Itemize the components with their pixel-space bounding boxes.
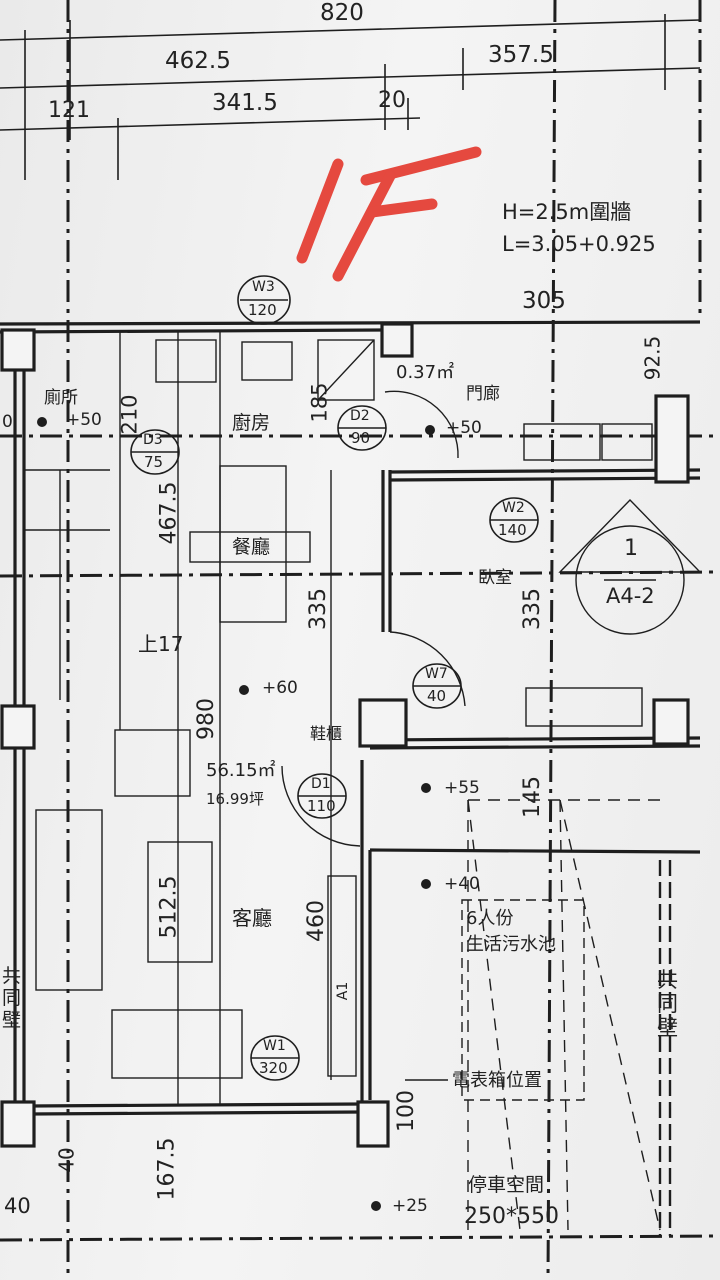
room-toilet: 廁所	[44, 388, 78, 408]
dim-40-vertical: 40	[54, 1147, 79, 1173]
level-porch: +50	[446, 418, 482, 438]
room-bedroom: 臥室	[478, 568, 512, 588]
dim-right: 357.5	[488, 42, 554, 68]
shoe-cabinet: 鞋櫃	[310, 724, 343, 743]
dim-980: 980	[194, 698, 219, 740]
tag-w1: W1	[263, 1038, 286, 1054]
top-dimension-lines	[0, 14, 701, 180]
dim-145: 145	[520, 776, 545, 818]
dim-305: 305	[522, 288, 566, 314]
dim-512-5: 512.5	[156, 875, 182, 939]
tag-d3-width: 75	[144, 453, 164, 471]
section-sheet: A4-2	[606, 584, 655, 608]
tag-d1-width: 110	[307, 797, 336, 815]
dim-20: 20	[378, 88, 406, 113]
room-dining: 餐廳	[232, 536, 271, 558]
opening-tags	[130, 275, 656, 1081]
tag-w7: W7	[425, 666, 448, 682]
dim-210: 210	[117, 394, 142, 435]
dim-460: 460	[304, 900, 329, 942]
room-living: 客廳	[232, 906, 272, 930]
level-dining: +60	[262, 678, 298, 698]
columns	[0, 322, 690, 1148]
tag-d2-width: 90	[351, 429, 371, 447]
porch-area: 0.37㎡	[396, 362, 455, 383]
dim-335-left: 335	[306, 588, 331, 630]
shared-wall-right: 共同壁	[657, 968, 678, 1041]
interior-lines	[25, 330, 702, 1236]
dim-100: 100	[394, 1090, 419, 1132]
dim-185: 185	[307, 382, 332, 423]
meter-box: 電表箱位置	[452, 1070, 542, 1091]
dim-341-5: 341.5	[212, 90, 278, 116]
tag-d2: D2	[350, 408, 370, 424]
step-up: 上17	[138, 632, 184, 656]
level-side: +40	[444, 874, 480, 894]
tag-d1: D1	[311, 776, 331, 792]
tag-w3-width: 120	[248, 301, 277, 319]
main-area-ping: 16.99坪	[206, 790, 264, 808]
main-area: 56.15㎡	[206, 760, 276, 781]
parking-size: 250*550	[464, 1204, 559, 1229]
level-markers	[37, 417, 435, 1211]
floor-annotation	[296, 146, 482, 282]
label-zero: 0	[2, 412, 13, 432]
level-entry: +55	[444, 778, 480, 798]
tag-w3: W3	[252, 279, 275, 295]
dim-overall: 820	[320, 0, 364, 26]
tag-w1-width: 320	[259, 1059, 288, 1077]
room-kitchen: 廚房	[232, 412, 271, 434]
dim-335-right: 335	[520, 588, 545, 630]
dim-left: 462.5	[165, 48, 231, 74]
label-a1: A1	[335, 981, 352, 1001]
tag-w7-width: 40	[427, 687, 447, 705]
room-porch: 門廊	[466, 384, 500, 404]
dim-167-5: 167.5	[154, 1137, 180, 1201]
dim-121: 121	[48, 98, 90, 123]
section-number: 1	[624, 536, 638, 561]
dim-467-5: 467.5	[156, 481, 182, 545]
septic-capacity: 6人份	[466, 908, 514, 929]
wall-height-note: H=2.5m圍牆	[502, 200, 632, 224]
wall-length-note: L=3.05+0.925	[502, 232, 656, 256]
parking-space: 停車空間	[468, 1174, 545, 1196]
dim-92-5: 92.5	[640, 335, 665, 381]
tag-w2: W2	[502, 500, 525, 516]
tag-w2-width: 140	[498, 521, 527, 539]
level-toilet: +50	[66, 410, 102, 430]
tag-d3: D3	[143, 432, 163, 448]
level-front: +25	[392, 1196, 428, 1216]
dim-40: 40	[4, 1194, 31, 1218]
shared-wall-left: 共同壁	[2, 965, 22, 1031]
septic-tank: 生活污水池	[466, 934, 556, 955]
